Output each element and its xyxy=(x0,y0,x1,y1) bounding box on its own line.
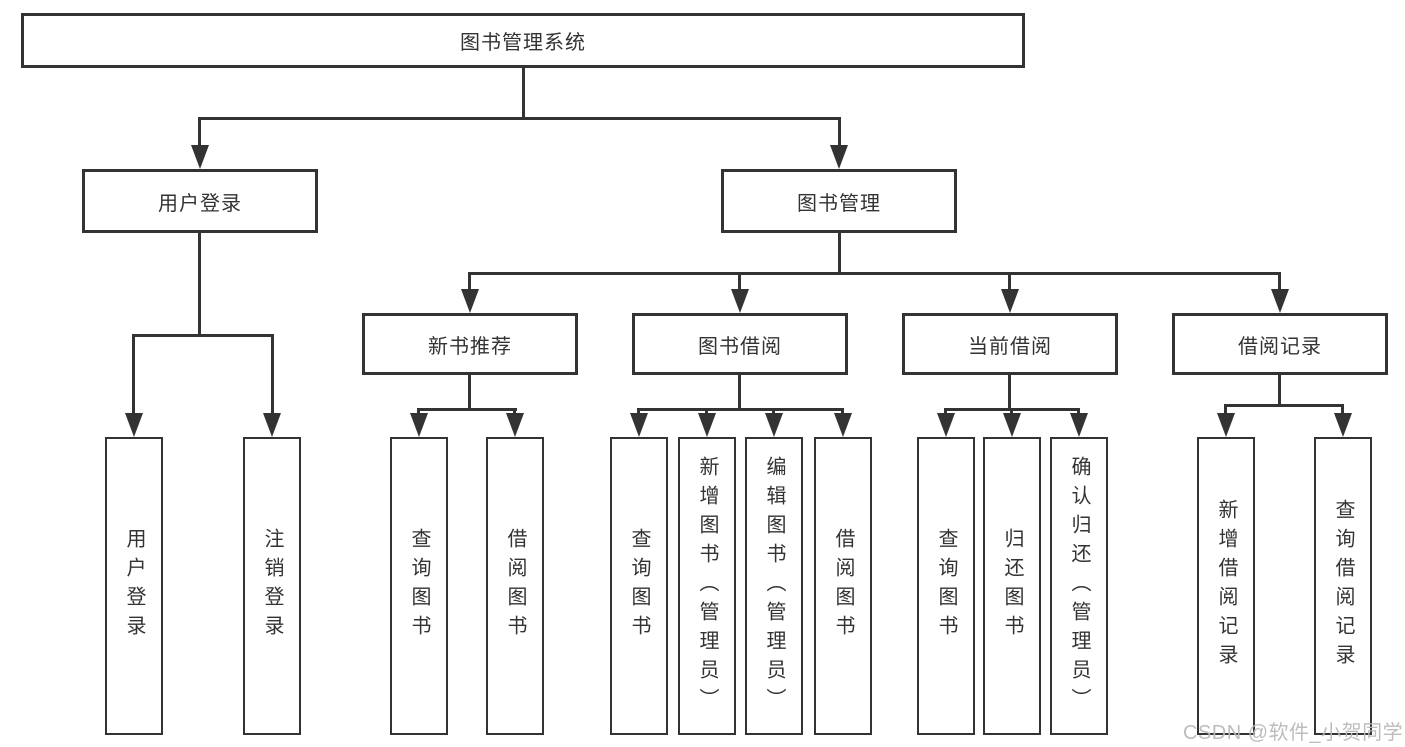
node-label: 编辑图书（管理员） xyxy=(763,455,785,717)
connector-stub xyxy=(944,408,947,416)
connector-branch xyxy=(468,272,1281,275)
arrow-down-icon xyxy=(1003,413,1021,437)
arrow-down-icon xyxy=(834,413,852,437)
connector-branch xyxy=(637,408,844,411)
arrow-down-icon xyxy=(506,413,524,437)
connector-branch xyxy=(1224,404,1344,407)
arrow-down-icon xyxy=(731,289,749,313)
arrow-down-icon xyxy=(1334,413,1352,437)
node-query-books: 查询图书 xyxy=(610,437,668,735)
arrow-down-icon xyxy=(698,413,716,437)
arrow-down-icon xyxy=(125,413,143,437)
node-library-system: 图书管理系统 xyxy=(21,13,1025,68)
node-label: 查询借阅记录 xyxy=(1332,499,1354,673)
node-label: 注销登录 xyxy=(261,528,283,644)
node-label: 借阅图书 xyxy=(832,528,854,644)
node-current-borrowing: 当前借阅 xyxy=(902,313,1118,375)
connector-stub xyxy=(1341,404,1344,416)
node-label: 归还图书 xyxy=(1001,528,1023,644)
node-label: 新增借阅记录 xyxy=(1215,499,1237,673)
arrow-down-icon xyxy=(1217,413,1235,437)
connector-root-branch xyxy=(198,117,841,120)
connector-stub xyxy=(637,408,640,416)
connector-stub xyxy=(132,334,135,414)
connector-stub xyxy=(1224,404,1227,416)
connector-drop xyxy=(1008,372,1011,411)
connector-drop xyxy=(198,230,201,337)
node-book-borrowing: 图书借阅 xyxy=(632,313,848,375)
arrow-down-icon xyxy=(410,413,428,437)
node-confirm-return-admin: 确认归还（管理员） xyxy=(1050,437,1108,735)
connector-stub xyxy=(271,334,274,414)
connector-branch xyxy=(132,334,274,337)
connector-stub xyxy=(513,408,516,416)
node-label: 查询图书 xyxy=(628,528,650,644)
arrow-down-icon xyxy=(1001,289,1019,313)
node-label: 新增图书（管理员） xyxy=(696,455,718,717)
node-borrowing-records: 借阅记录 xyxy=(1172,313,1388,375)
connector-stub xyxy=(705,408,708,416)
node-label: 借阅图书 xyxy=(504,528,526,644)
connector-stub xyxy=(1077,408,1080,416)
node-query-books: 查询图书 xyxy=(390,437,448,735)
connector-stub xyxy=(468,272,471,290)
connector-stub xyxy=(838,117,841,146)
arrow-down-icon xyxy=(461,289,479,313)
arrow-down-icon xyxy=(830,145,848,169)
node-edit-books-admin: 编辑图书（管理员） xyxy=(745,437,803,735)
node-borrow-books: 借阅图书 xyxy=(814,437,872,735)
connector-stub xyxy=(1278,272,1281,290)
node-add-borrow-record: 新增借阅记录 xyxy=(1197,437,1255,735)
node-add-books-admin: 新增图书（管理员） xyxy=(678,437,736,735)
connector-stub xyxy=(1010,408,1013,416)
connector-stub xyxy=(738,272,741,290)
node-label: 查询图书 xyxy=(935,528,957,644)
arrow-down-icon xyxy=(937,413,955,437)
arrow-down-icon xyxy=(630,413,648,437)
connector-stub xyxy=(772,408,775,416)
arrow-down-icon xyxy=(263,413,281,437)
connector-branch xyxy=(417,408,517,411)
connector-stub xyxy=(841,408,844,416)
node-label: 确认归还（管理员） xyxy=(1068,455,1090,717)
node-label: 用户登录 xyxy=(123,528,145,644)
arrow-down-icon xyxy=(765,413,783,437)
node-new-book-recommend: 新书推荐 xyxy=(362,313,578,375)
csdn-watermark: CSDN @软件_小贺同学 xyxy=(1183,722,1404,744)
node-label: 查询图书 xyxy=(408,528,430,644)
connector-drop xyxy=(1278,372,1281,407)
connector-stub xyxy=(1008,272,1011,290)
node-book-management: 图书管理 xyxy=(721,169,957,233)
connector-stub xyxy=(198,117,201,146)
connector-drop xyxy=(468,372,471,411)
arrow-down-icon xyxy=(1070,413,1088,437)
node-user-login: 用户登录 xyxy=(82,169,318,233)
connector-drop xyxy=(738,372,741,411)
connector-stub xyxy=(417,408,420,416)
connector-root-drop xyxy=(522,65,525,120)
arrow-down-icon xyxy=(191,145,209,169)
node-logout: 注销登录 xyxy=(243,437,301,735)
node-borrow-books: 借阅图书 xyxy=(486,437,544,735)
arrow-down-icon xyxy=(1271,289,1289,313)
node-return-books: 归还图书 xyxy=(983,437,1041,735)
node-query-books: 查询图书 xyxy=(917,437,975,735)
node-query-borrow-record: 查询借阅记录 xyxy=(1314,437,1372,735)
connector-drop xyxy=(838,230,841,275)
node-user-login-leaf: 用户登录 xyxy=(105,437,163,735)
